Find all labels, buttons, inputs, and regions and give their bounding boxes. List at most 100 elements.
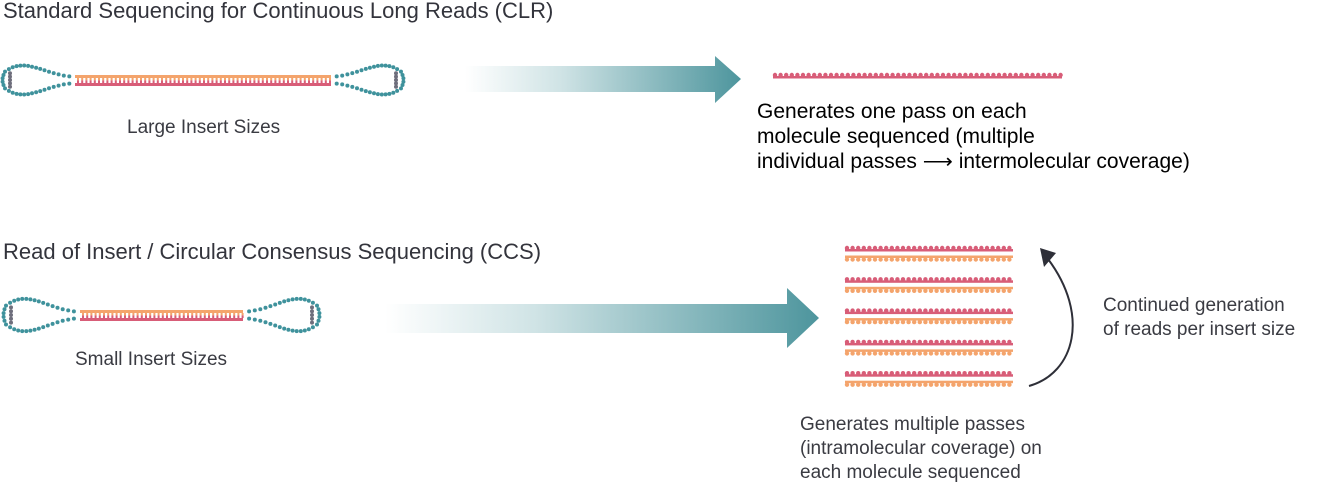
read-base-dot bbox=[844, 371, 850, 376]
read-base-dot bbox=[844, 319, 850, 325]
base-tick bbox=[216, 315, 219, 318]
read-base-dot bbox=[979, 319, 984, 325]
read-backbone bbox=[845, 249, 1013, 252]
read-base-dot bbox=[945, 288, 950, 293]
base-tick bbox=[89, 80, 92, 83]
read-base-dot bbox=[878, 371, 883, 376]
base-tick bbox=[287, 78, 289, 81]
adapter-base-dot bbox=[9, 320, 13, 325]
loop-base-dot bbox=[60, 307, 65, 312]
read-base-dot bbox=[812, 72, 817, 78]
base-tick bbox=[329, 80, 331, 83]
base-tick bbox=[212, 315, 215, 318]
loop-base-dot bbox=[22, 63, 27, 68]
loop-base-dot bbox=[20, 296, 25, 301]
read-base-dot bbox=[917, 257, 922, 262]
read-base-dot bbox=[980, 72, 985, 78]
loop-base-dot bbox=[4, 303, 8, 308]
base-tick bbox=[148, 80, 151, 83]
read-base-dot bbox=[990, 245, 995, 251]
read-base-dot bbox=[996, 351, 1001, 356]
loop-base-dot bbox=[22, 92, 27, 97]
read-base-dot bbox=[968, 72, 974, 78]
base-tick bbox=[178, 315, 181, 318]
read-base-dot bbox=[917, 351, 922, 356]
read-base-dot bbox=[917, 319, 922, 325]
read-base-dot bbox=[861, 245, 866, 251]
base-tick bbox=[186, 78, 189, 81]
base-tick bbox=[157, 313, 160, 316]
base-tick bbox=[237, 313, 240, 316]
read-base-dot bbox=[968, 371, 973, 376]
base-tick bbox=[190, 78, 193, 81]
read-backbone bbox=[845, 318, 1013, 321]
read-base-dot bbox=[996, 319, 1001, 325]
read-base-dot bbox=[928, 308, 934, 313]
base-tick bbox=[93, 80, 96, 83]
base-tick bbox=[228, 78, 231, 81]
read-base-dot bbox=[974, 72, 979, 78]
read-base-dot bbox=[917, 245, 922, 251]
clr-smrtbell-molecule bbox=[0, 63, 406, 97]
base-tick bbox=[208, 313, 210, 316]
loop-base-dot bbox=[315, 303, 319, 308]
continued-generation-arrow bbox=[1028, 248, 1074, 387]
base-tick bbox=[219, 78, 222, 81]
read-base-dot bbox=[917, 339, 922, 345]
read-base-dot bbox=[1007, 288, 1012, 293]
read-base-dot bbox=[879, 72, 884, 78]
loop-base-dot bbox=[379, 92, 384, 97]
read-base-dot bbox=[923, 319, 928, 325]
read-base-dot bbox=[884, 308, 889, 313]
read-base-dot bbox=[878, 245, 883, 251]
loop-base-dot bbox=[363, 66, 368, 71]
read-base-dot bbox=[968, 257, 973, 262]
loop-base-dot bbox=[12, 327, 17, 332]
read-base-dot bbox=[1030, 72, 1035, 78]
read-strand-reverse bbox=[844, 318, 1013, 325]
loop-base-dot bbox=[340, 73, 345, 78]
read-base-dot bbox=[789, 72, 794, 78]
read-base-dot bbox=[923, 308, 928, 313]
base-tick bbox=[182, 80, 184, 83]
base-tick bbox=[253, 80, 256, 83]
loop-base-dot bbox=[41, 325, 46, 330]
read-base-dot bbox=[868, 72, 873, 78]
read-base-dot bbox=[850, 308, 855, 313]
base-tick bbox=[89, 78, 92, 81]
read-base-dot bbox=[934, 371, 939, 376]
read-base-dot bbox=[968, 351, 973, 356]
read-base-dot bbox=[906, 245, 911, 251]
base-tick bbox=[291, 78, 294, 81]
base-tick bbox=[77, 80, 79, 83]
base-tick bbox=[195, 315, 198, 318]
read-base-dot bbox=[878, 277, 883, 282]
base-tick bbox=[233, 313, 236, 316]
loop-base-dot bbox=[258, 318, 263, 323]
base-tick bbox=[173, 80, 176, 83]
read-base-dot bbox=[895, 288, 900, 293]
arrowhead-icon bbox=[1040, 248, 1056, 267]
base-tick bbox=[203, 78, 205, 81]
read-base-dot bbox=[973, 382, 978, 387]
read-base-dot bbox=[945, 319, 950, 325]
clr-description-line: individual passes ⟶ intermolecular cover… bbox=[757, 150, 1190, 173]
loop-base-dot bbox=[252, 317, 257, 322]
read-base-dot bbox=[900, 382, 906, 387]
base-tick bbox=[287, 80, 289, 83]
read-base-dot bbox=[951, 319, 956, 325]
read-base-dot bbox=[951, 308, 956, 313]
loop-base-dot bbox=[0, 79, 5, 84]
base-tick bbox=[241, 315, 244, 318]
read-base-dot bbox=[861, 288, 866, 293]
adapter-base-dot bbox=[9, 305, 13, 310]
base-tick bbox=[170, 313, 173, 316]
read-base-dot bbox=[1001, 277, 1006, 282]
read-base-dot bbox=[956, 257, 962, 262]
read-base-dot bbox=[906, 257, 911, 262]
read-base-dot bbox=[991, 72, 996, 78]
base-tick bbox=[156, 80, 159, 83]
read-base-dot bbox=[878, 257, 883, 262]
loop-base-dot bbox=[286, 327, 291, 332]
loop-base-dot bbox=[252, 308, 257, 313]
